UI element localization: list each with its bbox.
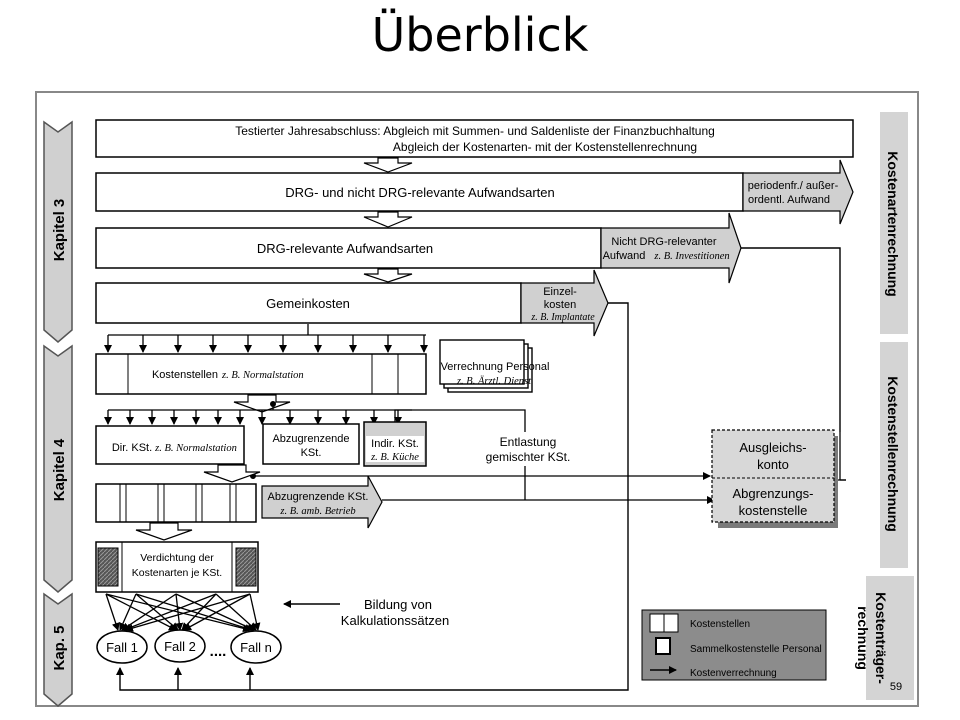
einzel-example: z. B. Implantate xyxy=(530,312,595,323)
verrechnung-text: Verrechnung Personal xyxy=(441,361,550,373)
slide-title: Überblick xyxy=(371,8,589,62)
fall-1-ellipse xyxy=(96,630,148,664)
kostenstellen-box xyxy=(95,353,427,395)
down-arrow-kst xyxy=(233,394,291,413)
kostenartenrechnung-panel xyxy=(880,112,908,334)
abzugrenzende-kst-box xyxy=(262,423,360,465)
verdichtung-text-1: Verdichtung der xyxy=(140,552,214,564)
fall-n-ellipse xyxy=(230,630,282,664)
abzug2-text: Abzugrenzende KSt. xyxy=(268,491,369,503)
abgrenzung-text-2: kostenstelle xyxy=(739,503,808,518)
bildung-text-2: Kalkulationssätzen xyxy=(341,613,449,628)
ausgleichskonto-box xyxy=(711,429,835,523)
drg-relevant-text: DRG-relevante Aufwandsarten xyxy=(257,241,433,256)
fall-dots: .... xyxy=(210,643,227,660)
strip-dividers xyxy=(119,484,237,522)
chapter-5-label: Kap. 5 xyxy=(51,625,68,670)
down-arrow-row3 xyxy=(135,522,193,541)
einzelkosten-arrow xyxy=(520,269,609,337)
chapter-3-chevron xyxy=(43,120,73,343)
fall-2-ellipse xyxy=(154,629,206,663)
verdichtung-hatch-left xyxy=(97,547,119,587)
kostentraegerrechnung-panel xyxy=(866,576,914,700)
kostenstellenrechnung-panel xyxy=(880,342,908,568)
side-label-panels xyxy=(866,112,914,700)
periodenfr-text-2: ordentl. Aufwand xyxy=(748,194,830,206)
verdichtung-box xyxy=(95,541,259,593)
verdichtung-text-2: Kostenarten je KSt. xyxy=(132,567,222,579)
kostentraegerrechnung-label: Kostenträger-rechnung xyxy=(855,592,889,684)
abzug-text-2: KSt. xyxy=(301,447,322,459)
verrechnung-personal-stack xyxy=(439,339,533,393)
fall-1-text: Fall 1 xyxy=(106,640,138,655)
chapter-chevrons xyxy=(43,120,73,707)
periodenfr-arrow xyxy=(742,159,854,225)
kostenstellenrechnung-label: Kostenstellenrechnung xyxy=(885,376,901,532)
chapter-3-label: Kapitel 3 xyxy=(51,199,68,262)
dir-kst-example: z. B. Normalstation xyxy=(154,443,237,454)
distribution-arrows-2 xyxy=(104,410,402,425)
nicht-drg-arrow xyxy=(600,212,742,284)
legend-kostenstellen: Kostenstellen xyxy=(690,619,750,630)
down-arrow-3 xyxy=(363,268,413,283)
verdichtung-hatch-right xyxy=(235,547,257,587)
jahresabschluss-text-2: Abgleich der Kostenarten- mit der Kosten… xyxy=(393,140,697,154)
dir-kst-text: Dir. KSt. xyxy=(112,442,152,454)
line-indir-entlastung xyxy=(394,409,526,432)
ausgleich-text-1: Ausgleichs- xyxy=(739,440,806,455)
kostenstellen-strip xyxy=(95,483,257,523)
jahresabschluss-text-1: Testierter Jahresabschluss: Abgleich mit… xyxy=(235,124,715,138)
indir-text: Indir. KSt. xyxy=(371,438,419,450)
ausgleich-text-2: konto xyxy=(757,457,789,472)
down-arrow-1 xyxy=(363,157,413,173)
gemeinkosten-box xyxy=(95,282,522,324)
kostenartenrechnung-label: Kostenartenrechnung xyxy=(885,151,901,296)
periodenfr-text-1: periodenfr./ außer- xyxy=(748,180,839,192)
nicht-drg-text-2: Aufwand xyxy=(603,250,646,262)
abzug2-example: z. B. amb. Betrieb xyxy=(279,506,355,517)
entlastung-text-1: Entlastung xyxy=(500,435,557,449)
chapter-4-chevron xyxy=(43,344,73,593)
nicht-drg-example: z. B. Investitionen xyxy=(653,251,729,262)
dir-kst-box xyxy=(95,425,245,465)
kostentraegerrechnung-line2: rechnung xyxy=(855,606,871,670)
einzel-text-1: Einzel- xyxy=(543,286,577,298)
drg-all-text: DRG- und nicht DRG-relevante Aufwandsart… xyxy=(285,185,555,200)
einzel-text-2: kosten xyxy=(544,299,576,311)
legend-verrechnung: Kostenverrechnung xyxy=(690,668,777,679)
kostenstellen-text: Kostenstellen xyxy=(152,369,218,381)
nicht-drg-text-1: Nicht DRG-relevanter xyxy=(611,236,716,248)
jahresabschluss-box xyxy=(95,119,854,158)
line-nicht-drg xyxy=(741,247,841,432)
diagram-frame xyxy=(35,91,919,707)
indir-example: z. B. Küche xyxy=(370,452,419,463)
gemeinkosten-text: Gemeinkosten xyxy=(266,296,350,311)
line-einzelkosten xyxy=(116,302,629,691)
abzugrenzende-kst-arrow xyxy=(261,475,383,529)
cost-allocation-lines xyxy=(105,593,261,633)
abgrenzung-text-1: Abgrenzungs- xyxy=(733,486,814,501)
entlastung-text-2: gemischter KSt. xyxy=(486,450,571,464)
fall-n-text: Fall n xyxy=(240,640,272,655)
down-arrow-2 xyxy=(363,211,413,228)
distribution-arrows xyxy=(104,335,428,353)
bildung-text-1: Bildung von xyxy=(364,597,432,612)
chapter-5-chevron xyxy=(43,592,73,707)
page-number: 59 xyxy=(890,681,902,693)
drg-relevant-box xyxy=(95,227,602,269)
legend-sammel: Sammelkostenstelle Personal xyxy=(690,644,822,655)
down-arrow-row2 xyxy=(203,464,261,483)
verrechnung-example: z. B. Ärztl. Dienst xyxy=(456,375,532,387)
fall-2-text: Fall 2 xyxy=(164,639,196,654)
chapter-4-label: Kapitel 4 xyxy=(51,438,68,501)
kostenstellen-dividers xyxy=(127,354,399,394)
kostenstellen-example: z. B. Normalstation xyxy=(221,370,304,381)
legend-sammel-icon xyxy=(655,637,671,655)
abzug-text-1: Abzugrenzende xyxy=(272,433,349,445)
kostentraegerrechnung-line1: Kostenträger- xyxy=(873,592,889,684)
